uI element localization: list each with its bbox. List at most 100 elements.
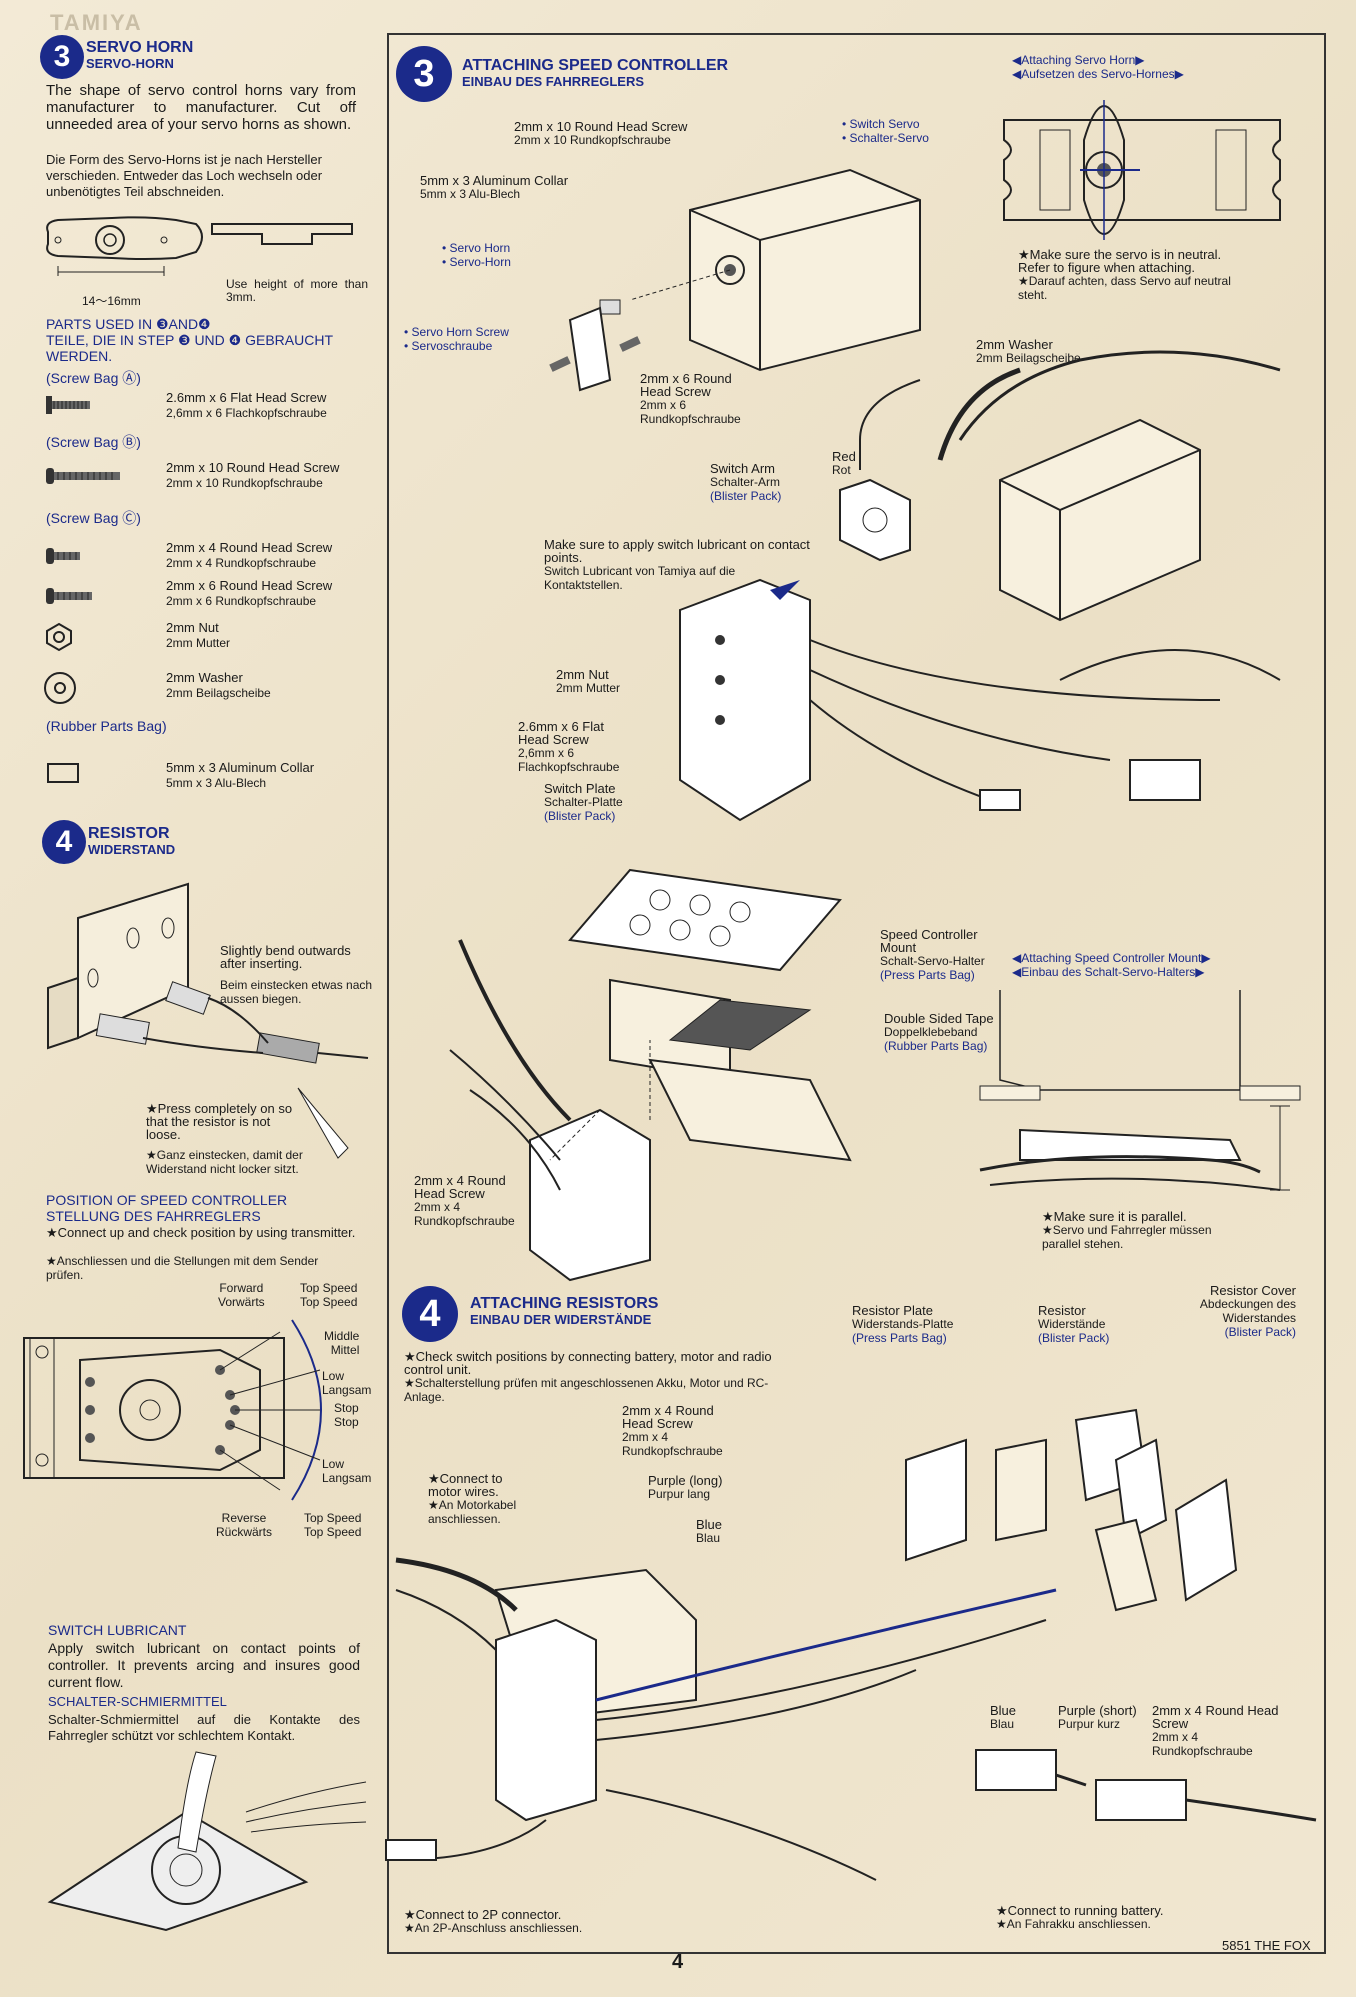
position-title-en: POSITION OF SPEED CONTROLLER — [46, 1192, 288, 1208]
label-resistor-plate-bag: (Press Parts Bag) — [852, 1331, 947, 1345]
part-3-en: 2mm x 4 Round Head Screw — [166, 540, 333, 555]
label-low-1-de: Langsam — [322, 1383, 372, 1397]
washer-icon — [44, 672, 76, 704]
right-frame — [387, 33, 1326, 1954]
screw-bag-a: (Screw Bag Ⓐ) — [46, 370, 141, 386]
label-washer-de: 2mm Beilagscheibe — [976, 351, 1081, 365]
label-lube-de: Switch Lubricant von Tamiya auf die Kont… — [544, 564, 736, 592]
check-note: ★Check switch positions by connecting ba… — [404, 1350, 774, 1404]
label-resistor-en: Resistor — [1038, 1303, 1086, 1318]
label-resistor: Resistor Widerstände (Blister Pack) — [1038, 1304, 1109, 1345]
label-10rhs-en: 2mm x 10 Round Head Screw — [514, 119, 688, 134]
label-stop-de: Stop — [334, 1415, 359, 1429]
resistor-press-de: ★Ganz einstecken, damit der Widerstand n… — [146, 1148, 303, 1176]
label-stop: Stop Stop — [334, 1401, 359, 1430]
label-horn-screw-en: • Servo Horn Screw — [404, 325, 509, 339]
step-4-title-en: ATTACHING RESISTORS — [470, 1295, 659, 1312]
switch-lube-figure — [47, 1751, 367, 1932]
parallel-note-en: ★Make sure it is parallel. — [1042, 1209, 1187, 1224]
footer-model: 5851 THE FOX — [1222, 1938, 1311, 1953]
label-washer: 2mm Washer 2mm Beilagscheibe — [976, 338, 1081, 365]
servo-neutral-note: ★Make sure the servo is in neutral. Refe… — [1018, 248, 1248, 302]
label-low-1-en: Low — [322, 1369, 345, 1383]
label-lube: Make sure to apply switch lubricant on c… — [544, 538, 814, 592]
label-blue-1: Blue Blau — [696, 1518, 722, 1545]
page-number: 4 — [672, 1951, 684, 1973]
servo-horn-dimension: 14〜16mm — [82, 294, 141, 308]
label-resistor-de: Widerstände — [1038, 1317, 1106, 1331]
round-head-screw-10-icon — [46, 468, 120, 484]
label-10rhs-de: 2mm x 10 Rundkopfschraube — [514, 133, 671, 147]
label-motor-wires-en: ★Connect to motor wires. — [428, 1471, 503, 1499]
step-4-badge: 4 — [42, 820, 86, 864]
label-mount: Speed Controller Mount Schalt-Servo-Halt… — [880, 928, 1000, 982]
label-collar-de: 5mm x 3 Alu-Blech — [420, 187, 521, 201]
part-5-de: 2mm Mutter — [166, 636, 231, 650]
position-title-de: STELLUNG DES FAHRREGLERS — [46, 1208, 261, 1224]
part-7-en: 5mm x 3 Aluminum Collar — [166, 760, 315, 775]
resistor-title-en: RESISTOR — [88, 825, 170, 842]
part-1-de: 2,6mm x 6 Flachkopfschraube — [166, 406, 327, 420]
round-head-screw-4-icon — [46, 548, 80, 564]
label-4rhs-resistor-2-de: 2mm x 4 Rundkopfschraube — [1152, 1730, 1253, 1758]
parts-used-title: PARTS USED IN ❸AND❹ TEILE, DIE IN STEP ❸… — [46, 316, 376, 364]
switch-assembly-figure — [679, 350, 1281, 822]
label-switch-arm-de: Schalter-Arm — [710, 475, 781, 489]
label-resistor-plate-en: Resistor Plate — [852, 1303, 933, 1318]
faded-header: TAMIYA — [50, 10, 143, 35]
screw-bag-c: (Screw Bag Ⓒ) — [46, 510, 141, 526]
label-stop-en: Stop — [334, 1401, 359, 1415]
flat-head-screw-icon — [46, 396, 90, 414]
part-2: 2mm x 10 Round Head Screw 2mm x 10 Rundk… — [166, 460, 339, 490]
label-nut: 2mm Nut 2mm Mutter — [556, 668, 620, 695]
label-purple-long-de: Purpur lang — [648, 1487, 711, 1501]
parts-used-title-de: TEILE, DIE IN STEP ❸ UND ❹ GEBRAUCHT WER… — [46, 332, 333, 364]
label-resistor-cover-bag: (Blister Pack) — [1224, 1325, 1296, 1339]
label-switch-servo-de: • Schalter-Servo — [842, 131, 929, 145]
screw-bag-b: (Screw Bag Ⓑ) — [46, 434, 141, 450]
servo-horn-figure — [46, 216, 353, 276]
step-3-badge: 3 — [40, 35, 84, 79]
label-horn-screw: • Servo Horn Screw • Servoschraube — [404, 325, 509, 354]
label-red: Red Rot — [832, 450, 856, 477]
attach-horn-heading-de: ◀Aufsetzen des Servo-Hornes▶ — [1012, 67, 1184, 81]
round-head-screw-6-icon — [46, 588, 92, 604]
label-10rhs: 2mm x 10 Round Head Screw 2mm x 10 Rundk… — [514, 120, 687, 147]
label-middle-de: Mittel — [330, 1343, 360, 1357]
label-servo-horn: • Servo Horn • Servo-Horn — [442, 242, 511, 270]
label-resistor-cover-en: Resistor Cover — [1210, 1283, 1296, 1298]
label-purple-short: Purple (short) Purpur kurz — [1058, 1704, 1137, 1731]
label-2p-en: ★Connect to 2P connector. — [404, 1907, 562, 1922]
servo-assembly-figure — [549, 168, 921, 392]
label-blue-1-de: Blau — [696, 1531, 721, 1545]
label-servo-horn-de: • Servo-Horn — [442, 255, 511, 269]
part-2-en: 2mm x 10 Round Head Screw — [166, 460, 340, 475]
servo-horn-title: SERVO HORN SERVO-HORN — [86, 40, 193, 72]
label-blue-1-en: Blue — [696, 1517, 723, 1532]
label-4rhs-mount-en: 2mm x 4 Round Head Screw — [414, 1173, 506, 1201]
label-nut-de: 2mm Mutter — [556, 681, 621, 695]
mount-figure — [449, 868, 852, 1282]
label-switch-arm-bag: (Blister Pack) — [710, 489, 782, 503]
label-blue-2-en: Blue — [990, 1703, 1017, 1718]
label-top-speed-1-de: Top Speed — [300, 1295, 358, 1309]
servo-neutral-de: ★Darauf achten, dass Servo auf neutral s… — [1018, 274, 1231, 302]
label-battery: ★Connect to running battery. ★An Fahrakk… — [996, 1904, 1164, 1931]
label-resistor-cover-de: Abdeckungen des Widerstandes — [1199, 1297, 1296, 1325]
label-collar: 5mm x 3 Aluminum Collar 5mm x 3 Alu-Blec… — [420, 174, 568, 201]
label-top-speed-2: Top Speed Top Speed — [304, 1512, 362, 1540]
label-purple-long-en: Purple (long) — [648, 1473, 723, 1488]
position-note-de: ★Anschliessen und die Stellungen mit dem… — [46, 1254, 319, 1282]
part-6: 2mm Washer 2mm Beilagscheibe — [166, 670, 271, 700]
label-battery-de: ★An Fahrakku anschliessen. — [996, 1917, 1151, 1931]
label-top-speed-2-de: Top Speed — [304, 1525, 362, 1539]
step-3-title-de: EINBAU DES FAHRREGLERS — [462, 74, 645, 89]
label-blue-2-de: Blau — [990, 1717, 1015, 1731]
servo-horn-neutral-figure — [1003, 100, 1281, 240]
attach-mount-heading-de: ◀Einbau des Schalt-Servo-Halters▶ — [1012, 965, 1205, 979]
label-switch-plate: Switch Plate Schalter-Platte (Blister Pa… — [544, 782, 623, 823]
part-1: 2.6mm x 6 Flat Head Screw 2,6mm x 6 Flac… — [166, 390, 327, 420]
label-forward-de: Vorwärts — [218, 1295, 265, 1309]
label-resistor-bag: (Blister Pack) — [1038, 1331, 1110, 1345]
servo-horn-title-de: SERVO-HORN — [86, 56, 174, 71]
